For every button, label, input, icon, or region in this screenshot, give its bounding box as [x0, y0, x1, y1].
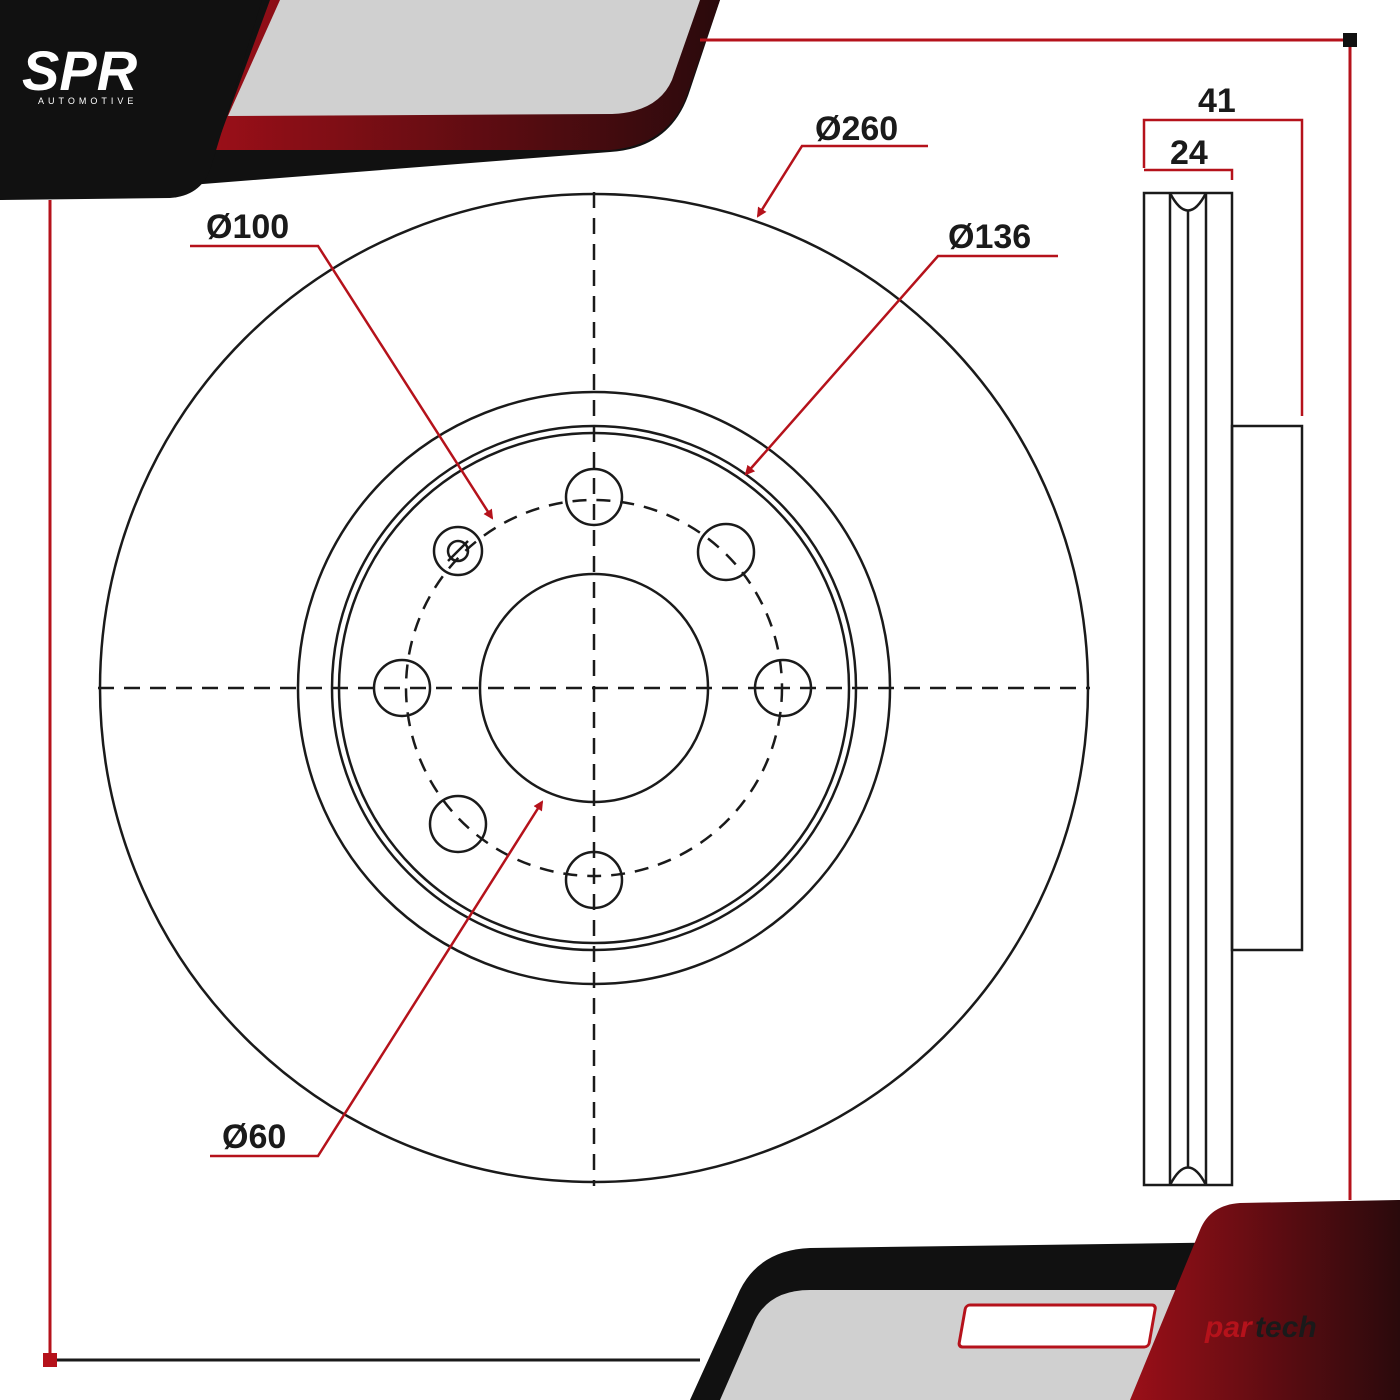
- leader-disc-thickness: [1144, 168, 1234, 180]
- spr-logo-text: SPR: [22, 39, 138, 102]
- leader-hub-diameter: [744, 254, 1058, 476]
- frame-corner-bottom-left: [43, 1353, 57, 1367]
- disc-side-view: [1142, 191, 1304, 1187]
- side-dimension-lines: [1142, 118, 1304, 416]
- label-bolt-circle: Ø100: [206, 208, 289, 246]
- label-center-bore: Ø60: [222, 1118, 286, 1156]
- dimension-labels: Ø260 Ø136 Ø100 Ø60: [206, 110, 1031, 1156]
- leader-outer-diameter: [756, 144, 928, 218]
- leader-total-height: [1142, 118, 1304, 416]
- partech-logo-left: par: [1204, 1311, 1254, 1344]
- disc-front-view: [98, 192, 1090, 1186]
- frame-lines: [48, 38, 1352, 1360]
- bolt-hole-2: [696, 522, 756, 582]
- profile-notch-bottom: [1168, 1166, 1208, 1186]
- locating-hole-inner: [446, 539, 470, 563]
- bottom-banner: [690, 1200, 1400, 1400]
- partech-logo-right: tech: [1255, 1311, 1317, 1344]
- label-disc-thickness: 24: [1170, 134, 1208, 172]
- locating-hole: [432, 525, 484, 577]
- leader-center-bore: [210, 800, 544, 1158]
- leader-bolt-circle: [190, 244, 494, 520]
- partech-logo: par tech: [957, 1303, 1317, 1349]
- hat-profile: [1230, 424, 1304, 952]
- spr-logo: SPR AUTOMOTIVE: [22, 39, 138, 106]
- dimension-leaders: [190, 144, 1058, 1158]
- label-total-height: 41: [1198, 82, 1236, 120]
- frame-corner-top-right: [1343, 33, 1357, 47]
- label-outer-diameter: Ø260: [815, 110, 898, 148]
- spr-logo-subtitle: AUTOMOTIVE: [38, 96, 137, 106]
- bolt-hole-1: [564, 467, 624, 527]
- top-banner: [0, 0, 720, 200]
- profile-notch-top: [1168, 192, 1208, 212]
- label-hub-diameter: Ø136: [948, 218, 1031, 256]
- bolt-hole-5: [428, 794, 488, 854]
